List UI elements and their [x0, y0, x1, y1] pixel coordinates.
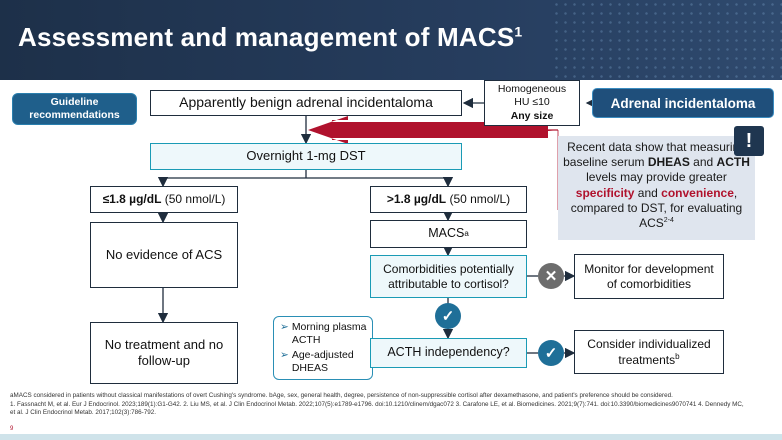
high-cortisol-box: >1.8 µg/dL (50 nmol/L): [370, 186, 527, 213]
bottom-bar: [0, 434, 782, 440]
check-icon: ✓: [435, 303, 461, 329]
check-icon: ✓: [538, 340, 564, 366]
bubble-item-dheas: ➢Age-adjusted DHEAS: [280, 349, 354, 375]
arrow-bullet-icon: ➢: [280, 349, 289, 362]
exclamation-icon: !: [734, 126, 764, 156]
no-acs-box: No evidence of ACS: [90, 222, 238, 288]
low-cortisol-box: ≤1.8 µg/dL (50 nmol/L): [90, 186, 238, 213]
page-number: 9: [10, 426, 14, 432]
guideline-badge: Guideline recommendations: [12, 93, 137, 125]
arrow-bullet-icon: ➢: [280, 321, 289, 333]
hu-criteria-box: Homogeneous HU ≤10 Any size: [484, 80, 580, 126]
page-title: Assessment and management of MACS1: [18, 22, 523, 52]
adrenal-incidentaloma-badge: Adrenal incidentaloma: [592, 88, 774, 118]
bubble-item-acth: ➢Morning plasma ACTH: [280, 321, 367, 347]
dst-box: Overnight 1-mg DST: [150, 143, 462, 170]
footnotes: aMACS considered in patients without cla…: [10, 392, 744, 416]
recent-data-callout: Recent data show that measuring baseline…: [558, 136, 755, 240]
benign-incidentaloma-box: Apparently benign adrenal incidentaloma: [150, 90, 462, 116]
no-treatment-box: No treatment and no follow-up: [90, 322, 238, 384]
acth-question-box: ACTH independency?: [370, 338, 527, 368]
monitor-box: Monitor for development of comorbidities: [574, 254, 724, 299]
individualized-treatment-box: Consider individualized treatmentsb: [574, 330, 724, 374]
header-pattern: [552, 0, 782, 80]
header-banner: Assessment and management of MACS1: [0, 0, 782, 80]
comorbidities-question-box: Comorbidities potentially attributable t…: [370, 255, 527, 298]
acth-tests-callout: ➢Morning plasma ACTH ➢Age-adjusted DHEAS: [273, 316, 373, 380]
x-icon: ✕: [538, 263, 564, 289]
